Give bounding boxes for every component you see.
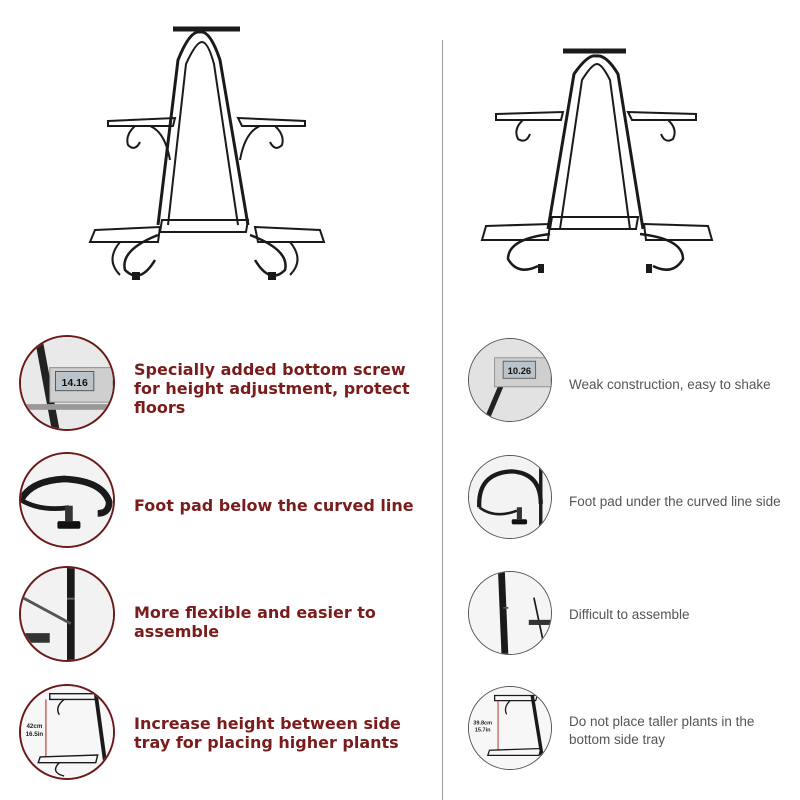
feature-image-tray-height: 42cm 16.5in <box>19 684 115 780</box>
height-cm-left: 42cm <box>26 723 42 730</box>
feature-image-foot-pad-right <box>468 455 552 539</box>
feature-image-foot-pad <box>19 452 115 548</box>
feature-image-assembly <box>19 566 115 662</box>
height-in-left: 16.5in <box>26 731 44 738</box>
feature-text-right-3: Difficult to assemble <box>569 607 690 622</box>
plant-stand-illustration-left <box>88 26 326 280</box>
caliper-reading-left: 14.16 <box>61 377 87 389</box>
comparison-divider <box>442 40 443 800</box>
height-in-right: 15.7in <box>475 727 491 733</box>
feature-text-left-1: Specially added bottom screw for height … <box>134 360 410 417</box>
plant-stand-illustration-right <box>480 48 714 273</box>
feature-image-height-screw: 14.16 <box>19 335 115 431</box>
feature-text-left-4: Increase height between side tray for pl… <box>134 714 401 752</box>
caliper-reading-right: 10.26 <box>508 365 531 376</box>
feature-text-left-2: Foot pad below the curved line <box>134 496 414 515</box>
feature-text-right-4: Do not place taller plants in the bottom… <box>569 714 755 747</box>
feature-image-short-tray: 39.8cm 15.7in <box>468 686 552 770</box>
feature-text-left-3: More flexible and easier to assemble <box>134 603 376 641</box>
feature-image-weak-construction: 10.26 <box>468 338 552 422</box>
height-cm-right: 39.8cm <box>473 721 492 727</box>
feature-image-difficult-assembly <box>468 571 552 655</box>
feature-text-right-2: Foot pad under the curved line side <box>569 494 781 509</box>
feature-text-right-1: Weak construction, easy to shake <box>569 377 771 392</box>
